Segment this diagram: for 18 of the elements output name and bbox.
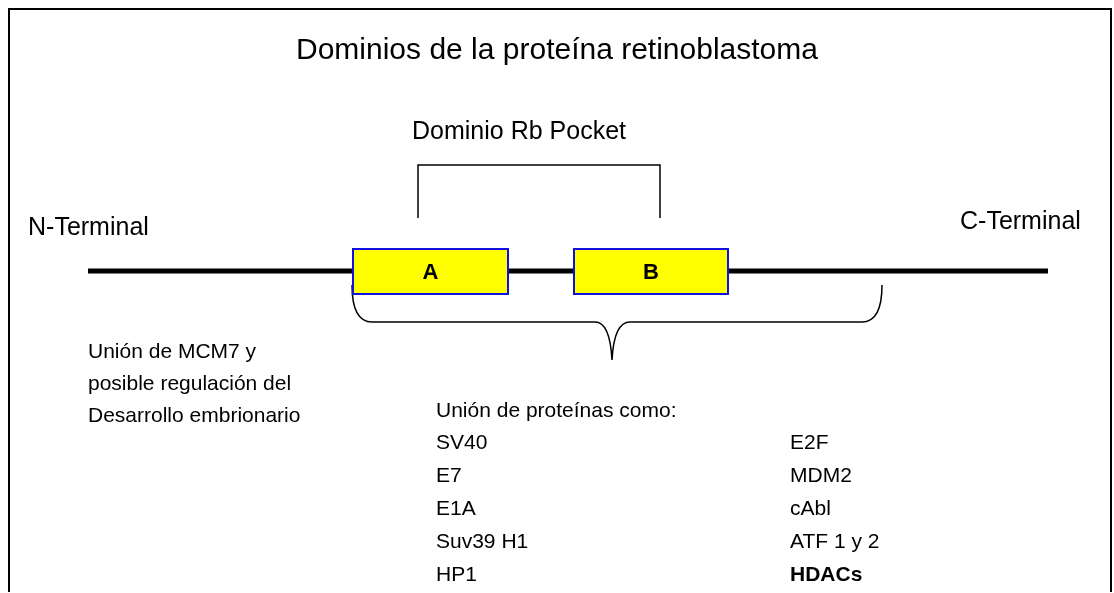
diagram-title: Dominios de la proteína retinoblastoma bbox=[295, 32, 819, 66]
list-item: SV40 bbox=[436, 430, 488, 454]
list-item: HP1 bbox=[436, 562, 477, 586]
list-item: E7 bbox=[436, 463, 462, 487]
list-item: cAbl bbox=[790, 496, 831, 520]
domain-label: Dominio Rb Pocket bbox=[412, 116, 626, 145]
domain-box: A bbox=[352, 248, 509, 295]
terminus-label: N-Terminal bbox=[28, 212, 149, 241]
list-item: HDACs bbox=[790, 562, 863, 586]
list-heading: Unión de proteínas como: bbox=[436, 398, 677, 422]
list-item: MDM2 bbox=[790, 463, 852, 487]
domain-box: B bbox=[573, 248, 729, 295]
list-item: ATF 1 y 2 bbox=[790, 529, 880, 553]
list-item: Suv39 H1 bbox=[436, 529, 529, 553]
terminus-label: C-Terminal bbox=[960, 206, 1081, 235]
list-item: E2F bbox=[790, 430, 829, 454]
description-text: Unión de MCM7 y posible regulación del Desarrollo embrionario bbox=[88, 338, 302, 428]
list-item: E1A bbox=[436, 496, 476, 520]
